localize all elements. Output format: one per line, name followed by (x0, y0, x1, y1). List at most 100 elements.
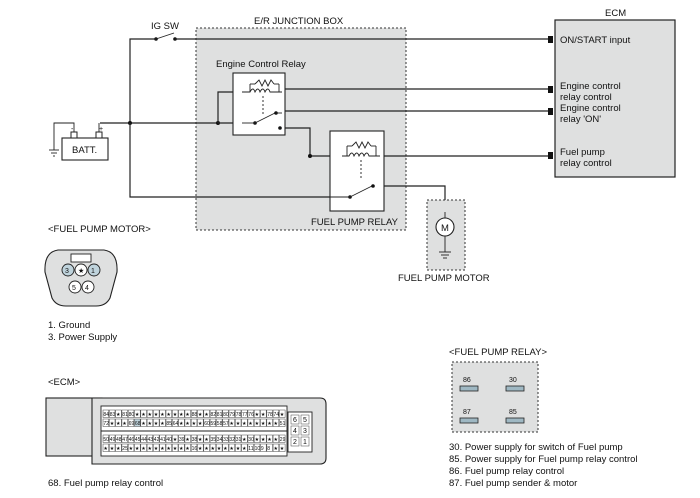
ecm-pin-cell (172, 409, 179, 418)
ecm-pin-label: 59 (211, 421, 217, 427)
ecm-pin-label: ★ (217, 446, 222, 452)
ecm-pin-cell (197, 434, 204, 443)
ecm-pin-cell (222, 409, 229, 418)
fpm-pin-5: 5 (72, 285, 76, 292)
ecm-pin-label: ★ (122, 421, 127, 427)
ecm-terminal-ecr-on (548, 108, 553, 115)
ecm-pin-label: ★ (204, 412, 209, 418)
ecm-pin-label: ★ (274, 421, 279, 427)
ecm-pin-cell (115, 409, 122, 418)
fpr-pin-87: 87 (463, 409, 471, 416)
ecm-side-pin-cell (290, 425, 300, 436)
fpm-pin-star: ★ (78, 267, 84, 275)
ecm-pin-label: 25 (122, 446, 128, 452)
ecm-pin-cell (247, 434, 254, 443)
ecm-box (554, 19, 676, 178)
ecm-pin-cell (184, 418, 191, 427)
ecm-pin-cell (178, 434, 185, 443)
ecm-pin-cell (228, 443, 235, 452)
ig-switch-symbol (154, 32, 177, 41)
ecm-pin-cell (140, 434, 147, 443)
ecm-pin-label: 82 (211, 412, 217, 418)
battery-symbol: - + (49, 122, 109, 161)
ecm-pin-cell (279, 434, 286, 443)
ecm-pin-cell (266, 443, 273, 452)
fuel-pump-relay-connector-heading: <FUEL PUMP RELAY> (449, 347, 547, 358)
ecm-pin-cell (222, 418, 229, 427)
ecm-pin-cell (203, 409, 210, 418)
ecm-pin-cell (241, 443, 248, 452)
ecm-pin-label: ★ (154, 446, 159, 452)
ecm-pin-label: ★ (110, 446, 115, 452)
ecm-pin-label: ★ (198, 412, 203, 418)
ecm-pin-cell (260, 409, 267, 418)
ecm-pin-cell (153, 409, 160, 418)
ecm-input-fpr-control-line1: Fuel pump (560, 147, 605, 158)
ecm-pin-label: ★ (198, 421, 203, 427)
fuel-pump-motor-connector-heading: <FUEL PUMP MOTOR> (48, 224, 151, 235)
ecm-pin-cell (235, 434, 242, 443)
ecm-pin-label: 50 (103, 437, 109, 443)
ecm-pin-cell (228, 434, 235, 443)
ecm-pin-cell (127, 434, 135, 443)
ecm-pin-cell (184, 409, 191, 418)
ecm-side-pin-label: 2 (293, 439, 297, 446)
ecm-pin-cell (121, 418, 128, 427)
ecm-pin-label: ★ (242, 437, 247, 443)
svg-text:-: - (71, 126, 74, 133)
fuel-pump-relay-connector (451, 361, 539, 433)
fpm-legend-2: 3. Power Supply (48, 332, 117, 343)
ecm-side-pin-cell (300, 414, 310, 425)
ecm-pin-cell (178, 443, 185, 452)
ecm-pin-cell (134, 418, 141, 427)
ecm-pin-label: ★ (173, 412, 178, 418)
ecm-pin-cell (260, 434, 267, 443)
ecm-pin-label: ★ (261, 412, 266, 418)
ecm-pin-label: 74 (274, 412, 280, 418)
ecm-pin-label: ★ (148, 421, 153, 427)
ecm-input-ecr-on-line1: Engine control (560, 103, 621, 114)
ecm-pin-cell (153, 418, 160, 427)
ecm-pin-label: ★ (103, 446, 108, 452)
ecm-pin-label: 11 (248, 446, 253, 452)
ecm-pin-label: ★ (148, 446, 153, 452)
ecm-pin-cell (197, 443, 204, 452)
fpr-pin-85: 85 (509, 409, 517, 416)
fpr-legend-30: 30. Power supply for switch of Fuel pump (449, 442, 623, 453)
ecm-pin-label: 69 (129, 421, 135, 427)
ecm-pin-label: 81 (217, 412, 223, 418)
ecm-pin-label: ★ (198, 446, 203, 452)
ecm-pin-label: ★ (166, 446, 171, 452)
ecm-pin-label: ★ (267, 437, 272, 443)
ecm-pin-label: ★ (166, 412, 171, 418)
ecm-pin-label: 42 (154, 437, 160, 443)
ecm-pin-label: 83 (110, 412, 116, 418)
ecm-pin-cell (159, 434, 166, 443)
fpr-legend-85: 85. Power supply for Fuel pump relay con… (449, 454, 638, 465)
ecm-side-pin-label: 1 (303, 439, 307, 446)
ecm-pin-cell (222, 443, 229, 452)
ecm-pin-cell (134, 409, 141, 418)
ecm-pin-cell (121, 443, 128, 452)
ecm-pin-label: ★ (211, 446, 216, 452)
ecm-input-ecr-control-line2: relay control (560, 92, 612, 103)
ecm-pin-label: 8 (267, 446, 270, 452)
ecm-pin-cell (241, 434, 248, 443)
ecm-pin-label: 78 (267, 412, 273, 418)
ecm-pin-cell (279, 418, 286, 427)
ecm-pin-cell (165, 409, 172, 418)
ecm-side-pin-cell (290, 414, 300, 425)
ecm-pin-cell (102, 443, 109, 452)
ecm-pin-cell (279, 409, 286, 418)
ecm-pin-cell (178, 418, 185, 427)
ecm-pin-cell (216, 443, 223, 452)
ecm-pin-cell (140, 443, 147, 452)
ecm-connector-heading: <ECM> (48, 377, 81, 388)
ecm-pin-label: ★ (179, 412, 184, 418)
ecm-pin-label: 44 (141, 437, 147, 443)
ecm-pin-label: ★ (129, 446, 134, 452)
ecm-pin-cell (165, 418, 172, 427)
ecm-pin-label: ★ (173, 446, 178, 452)
ecm-pin-cell (190, 434, 198, 443)
